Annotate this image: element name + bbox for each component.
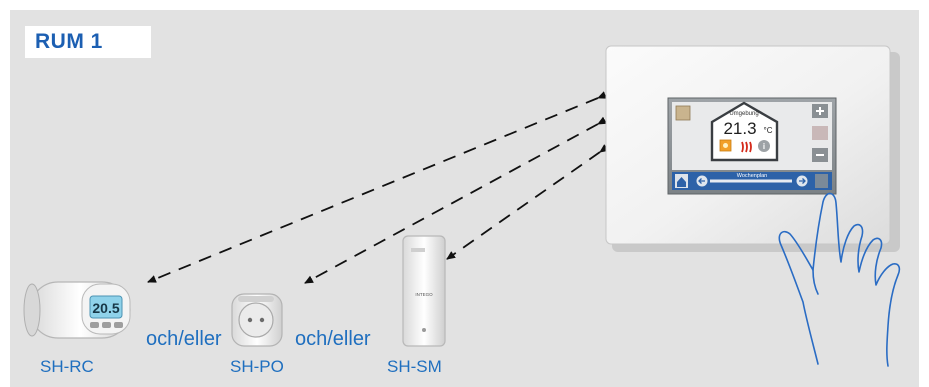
signal-arrows (148, 98, 600, 283)
arrow-to-plug (305, 124, 598, 283)
progress-track (710, 180, 792, 183)
house-small-icon[interactable] (815, 174, 828, 188)
thermostat-display-value: 20.5 (92, 300, 119, 316)
arrow-to-thermostat (148, 98, 598, 282)
sensor-brand: INTEGO (415, 292, 433, 297)
plug-device (232, 294, 282, 346)
wall-controller: Umgebung 21.3 °C i Wochenplan (606, 46, 900, 252)
heat-level-icon (812, 126, 828, 140)
temperature-readout: 21.3 (723, 119, 756, 138)
sensor-device: INTEGO (403, 236, 445, 346)
connector-2: och/eller (295, 328, 371, 351)
svg-text:i: i (763, 142, 765, 151)
label-sh-rc: SH-RC (40, 357, 94, 377)
menu-icon[interactable] (676, 106, 690, 120)
thermostat-device: 20.5 (24, 282, 130, 338)
temperature-unit: °C (764, 126, 773, 135)
screen-title: Umgebung (729, 111, 758, 117)
label-sh-sm: SH-SM (387, 357, 442, 377)
label-sh-po: SH-PO (230, 357, 284, 377)
connector-1: och/eller (146, 328, 222, 351)
bar-label: Wochenplan (737, 173, 767, 179)
arrow-to-sensor (447, 152, 600, 259)
